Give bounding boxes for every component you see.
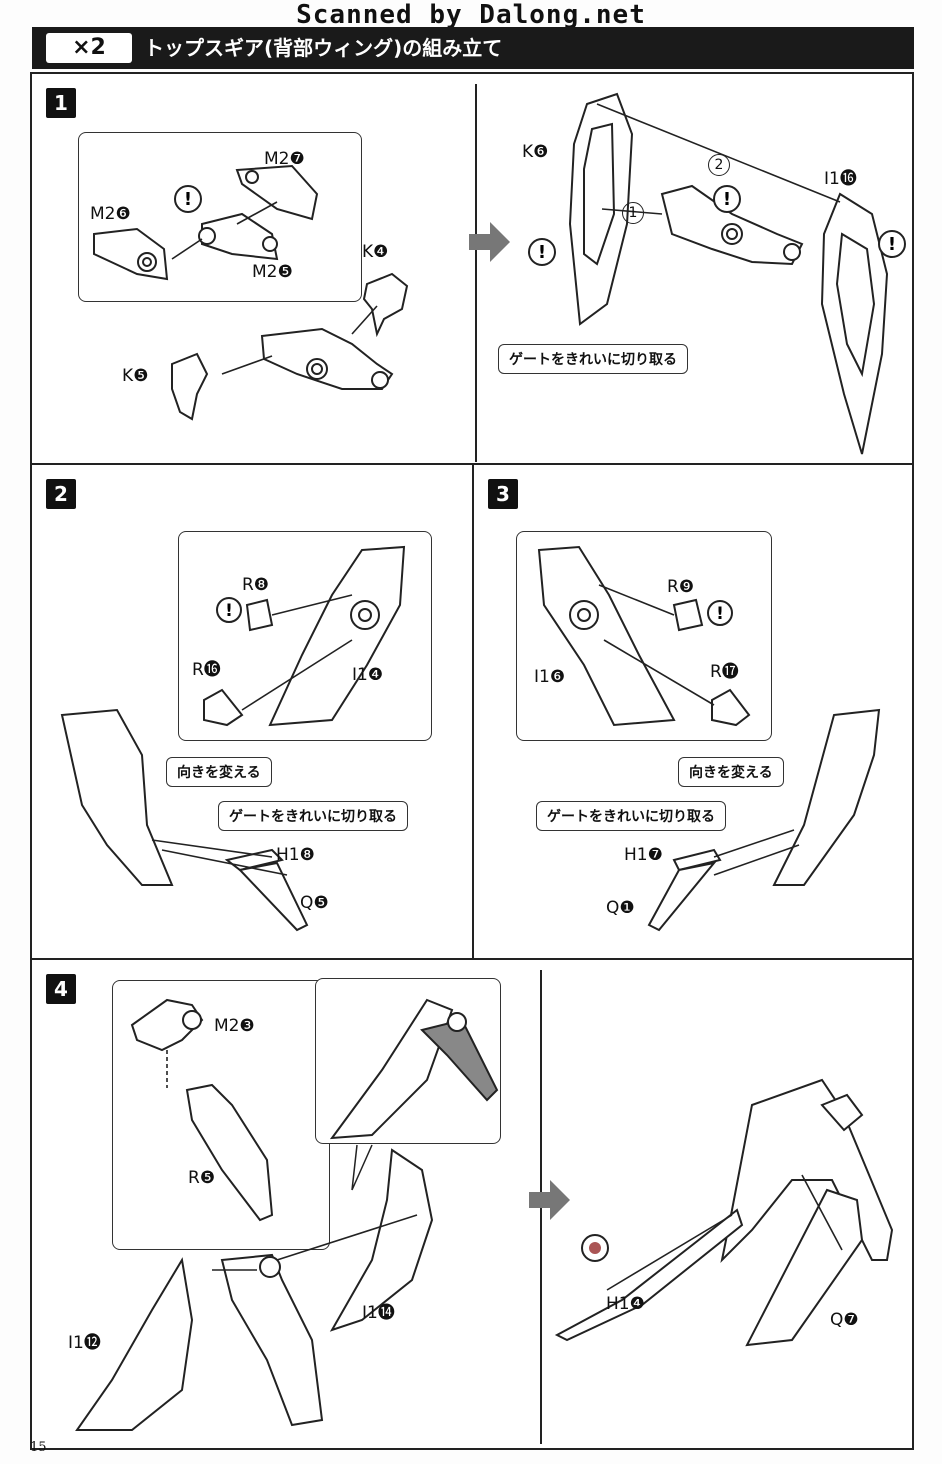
- step-2-illustration: !: [60, 545, 406, 932]
- step-4-illustration: [75, 998, 894, 1431]
- quantity-badge: ×2: [46, 33, 132, 63]
- order-marker-1: 1: [622, 202, 644, 224]
- step-3-panel: 3 ! R❾ R⓱ I1❻ H1❼ Q❶ 向きを変える ゲートをきれいに切り取る: [472, 463, 914, 960]
- step-number: 1: [46, 88, 76, 118]
- label-i1-14: I1⓮: [362, 1303, 395, 1323]
- label-h1-4: H1❹: [606, 1294, 645, 1314]
- label-q-5: Q❺: [300, 893, 329, 913]
- callout-rotate: 向きを変える: [166, 757, 272, 787]
- callout-gate: ゲートをきれいに切り取る: [536, 801, 726, 831]
- order-marker-2: 2: [708, 154, 730, 176]
- svg-text:!: !: [184, 189, 192, 210]
- label-k-6: K❻: [522, 142, 549, 162]
- label-r-9: R❾: [667, 577, 695, 597]
- svg-text:!: !: [888, 234, 896, 255]
- svg-text:!: !: [723, 189, 731, 210]
- callout-gate: ゲートをきれいに切り取る: [218, 801, 408, 831]
- label-k-4: K❹: [362, 242, 389, 262]
- label-q-1: Q❶: [606, 898, 635, 918]
- step-number: 2: [46, 479, 76, 509]
- callout-rotate: 向きを変える: [678, 757, 784, 787]
- label-q-7: Q❼: [830, 1310, 859, 1330]
- step-1-illustration: ! ! ! !: [93, 92, 906, 455]
- divider: [475, 84, 477, 462]
- label-h1-7: H1❼: [624, 845, 663, 865]
- label-i1-4: I1❹: [352, 665, 384, 685]
- svg-text:!: !: [225, 601, 233, 621]
- callout-gate: ゲートをきれいに切り取る: [498, 344, 688, 374]
- step-2-panel: 2 ! R❽ R⓰ I1❹ H1❽ Q❺ 向きを変える ゲートをきれいに切り取る: [30, 463, 474, 960]
- step-number: 3: [488, 479, 518, 509]
- label-i1-12: I1⓬: [68, 1333, 101, 1353]
- watermark: Scanned by Dalong.net: [296, 0, 646, 30]
- label-m2-3: M2❸: [214, 1016, 255, 1036]
- label-m2-7: M2❼: [264, 149, 305, 169]
- label-r-16: R⓰: [192, 660, 221, 680]
- label-r-17: R⓱: [710, 662, 739, 682]
- svg-text:!: !: [716, 604, 724, 624]
- label-m2-6: M2❻: [90, 204, 131, 224]
- step-4-panel: 4: [30, 958, 914, 1450]
- label-m2-5: M2❺: [252, 262, 293, 282]
- section-header: ×2 トップスギア(背部ウィング)の組み立て: [32, 27, 914, 69]
- step-1-panel: 1: [30, 72, 914, 465]
- step-3-illustration: !: [537, 545, 881, 932]
- step-number: 4: [46, 974, 76, 1004]
- label-i1-6: I1❻: [534, 667, 566, 687]
- label-k-5: K❺: [122, 366, 149, 386]
- label-r-5: R❺: [188, 1168, 216, 1188]
- label-h1-8: H1❽: [276, 845, 315, 865]
- label-r-8: R❽: [242, 575, 270, 595]
- page-number: 15: [30, 1440, 47, 1455]
- section-title: トップスギア(背部ウィング)の組み立て: [144, 36, 503, 60]
- svg-text:!: !: [538, 242, 546, 263]
- subassembly-inset: [78, 132, 362, 302]
- label-i1-16: I1⓰: [824, 169, 857, 189]
